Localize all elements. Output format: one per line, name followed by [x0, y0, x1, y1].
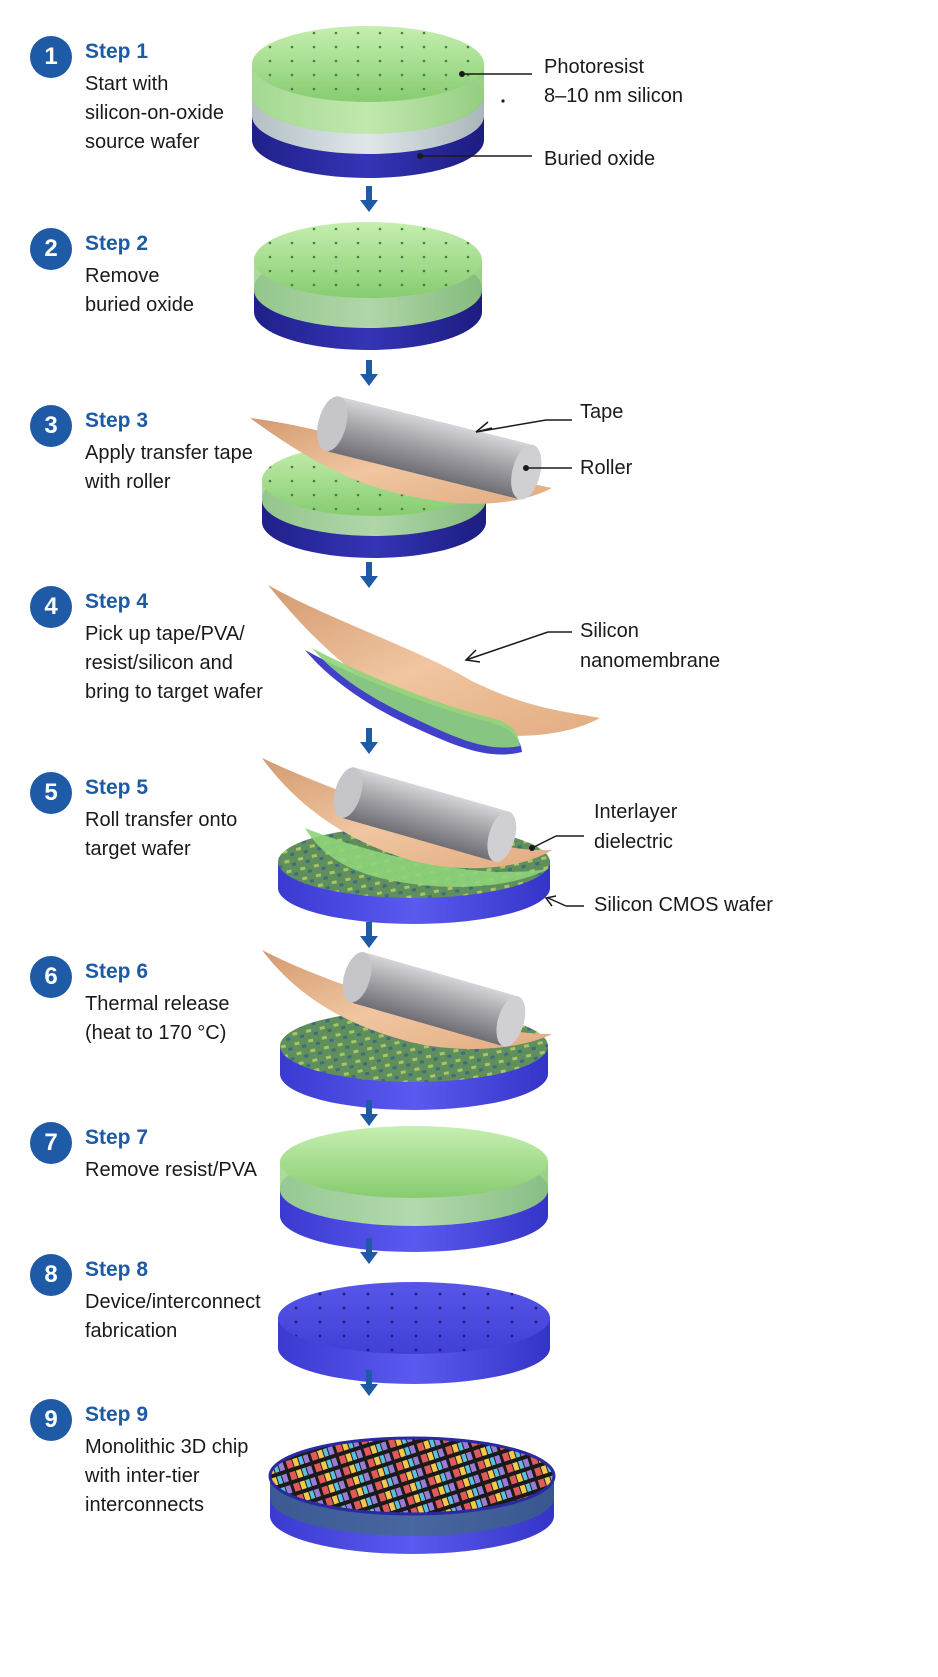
label-cmos-wafer: Silicon CMOS wafer — [594, 894, 773, 916]
step-title: Step 8 — [85, 1258, 149, 1281]
wafer-step-2 — [254, 222, 482, 350]
step-number-badge: 3 — [30, 405, 72, 447]
label-tape: Tape — [580, 401, 624, 423]
step-number-badge: 7 — [30, 1122, 72, 1164]
wafer-step-1 — [252, 26, 484, 178]
step-number-badge: 6 — [30, 956, 72, 998]
step-description: Pick up tape/PVA/ resist/silicon and bri… — [85, 623, 263, 703]
step-description: Start with silicon-on-oxide source wafer — [85, 73, 224, 153]
wafer-step-3 — [250, 396, 552, 558]
arrow-down-icon — [360, 1238, 378, 1264]
step-title: Step 5 — [85, 776, 149, 799]
label-interlayer-dielectric: Interlayer dielectric — [594, 801, 678, 853]
step-description: Remove resist/PVA — [85, 1159, 257, 1181]
label-roller: Roller — [580, 457, 633, 479]
step-title: Step 1 — [85, 40, 149, 63]
label-buried-oxide: Buried oxide — [544, 148, 656, 170]
step-description: Roll transfer onto target wafer — [85, 809, 238, 860]
step-number-badge: 8 — [30, 1254, 72, 1296]
wafer-step-7 — [280, 1126, 548, 1252]
flow-arrows — [360, 186, 378, 1396]
step-title: Step 2 — [85, 232, 149, 255]
step-title: Step 4 — [85, 590, 149, 613]
step-description: Device/interconnect fabrication — [85, 1291, 261, 1342]
arrow-down-icon — [360, 360, 378, 386]
step-description: Monolithic 3D chip with inter-tier inter… — [85, 1436, 249, 1516]
label-photoresist: Photoresist — [544, 56, 645, 78]
step-number-badge: 9 — [30, 1399, 72, 1441]
step-description: Apply transfer tape with roller — [85, 442, 253, 493]
step-number-badge: 2 — [30, 228, 72, 270]
label-silicon-layer: 8–10 nm silicon — [544, 85, 683, 107]
step-description: Remove buried oxide — [85, 265, 194, 316]
arrow-down-icon — [360, 922, 378, 948]
transfer-step-5 — [262, 758, 552, 924]
step-title: Step 6 — [85, 960, 149, 983]
step-title: Step 7 — [85, 1126, 149, 1149]
step-number-badge: 1 — [30, 36, 72, 78]
membrane-step-4 — [268, 585, 600, 755]
step-title: Step 9 — [85, 1403, 149, 1426]
arrow-down-icon — [360, 1100, 378, 1126]
step-description: Thermal release (heat to 170 °C) — [85, 993, 230, 1044]
arrow-down-icon — [360, 562, 378, 588]
arrow-down-icon — [360, 186, 378, 212]
step-title: Step 3 — [85, 409, 149, 432]
wafer-step-8 — [278, 1282, 550, 1384]
step-number-badge: 5 — [30, 772, 72, 814]
release-step-6 — [262, 950, 552, 1110]
arrow-down-icon — [360, 728, 378, 754]
chip-step-9 — [268, 1436, 556, 1554]
arrow-down-icon — [360, 1370, 378, 1396]
step-number-badge: 4 — [30, 586, 72, 628]
label-silicon-nanomembrane: Silicon nanomembrane — [580, 620, 721, 672]
